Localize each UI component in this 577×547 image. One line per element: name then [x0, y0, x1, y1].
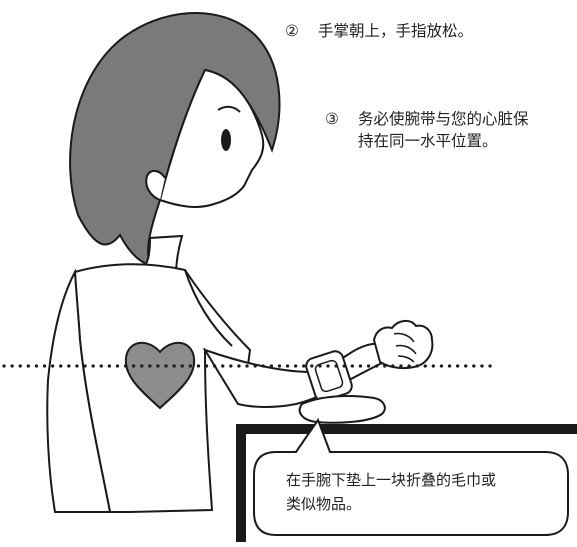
eyebrow: [217, 105, 241, 113]
step2-text: 手掌朝上，手指放松。: [318, 22, 474, 40]
back: [46, 268, 112, 513]
hand: [372, 320, 434, 370]
sleeve-line: [184, 269, 233, 347]
step2-number: ②: [285, 22, 299, 40]
step3-number: ③: [325, 110, 339, 128]
step3-note: ③ 务必使腕带与您的心脏保 持在同一水平位置。: [325, 108, 529, 152]
callout-line2: 类似物品。: [286, 495, 362, 513]
callout-bubble: [253, 417, 569, 536]
step3-line1: 务必使腕带与您的心脏保: [358, 110, 529, 128]
ear: [145, 170, 166, 201]
eye: [221, 129, 231, 151]
face: [158, 68, 265, 208]
wrist-cuff: [305, 350, 353, 402]
callout-text: 在手腕下垫上一块折叠的毛巾或 类似物品。: [286, 468, 496, 516]
step3-line2: 持在同一水平位置。: [358, 132, 498, 150]
table: [236, 424, 577, 542]
callout-line1: 在手腕下垫上一块折叠的毛巾或: [286, 471, 497, 489]
step2-note: ② 手掌朝上，手指放松。: [285, 20, 473, 42]
fingers: [393, 332, 417, 363]
heart-icon: [124, 342, 196, 410]
towel: [298, 395, 386, 424]
